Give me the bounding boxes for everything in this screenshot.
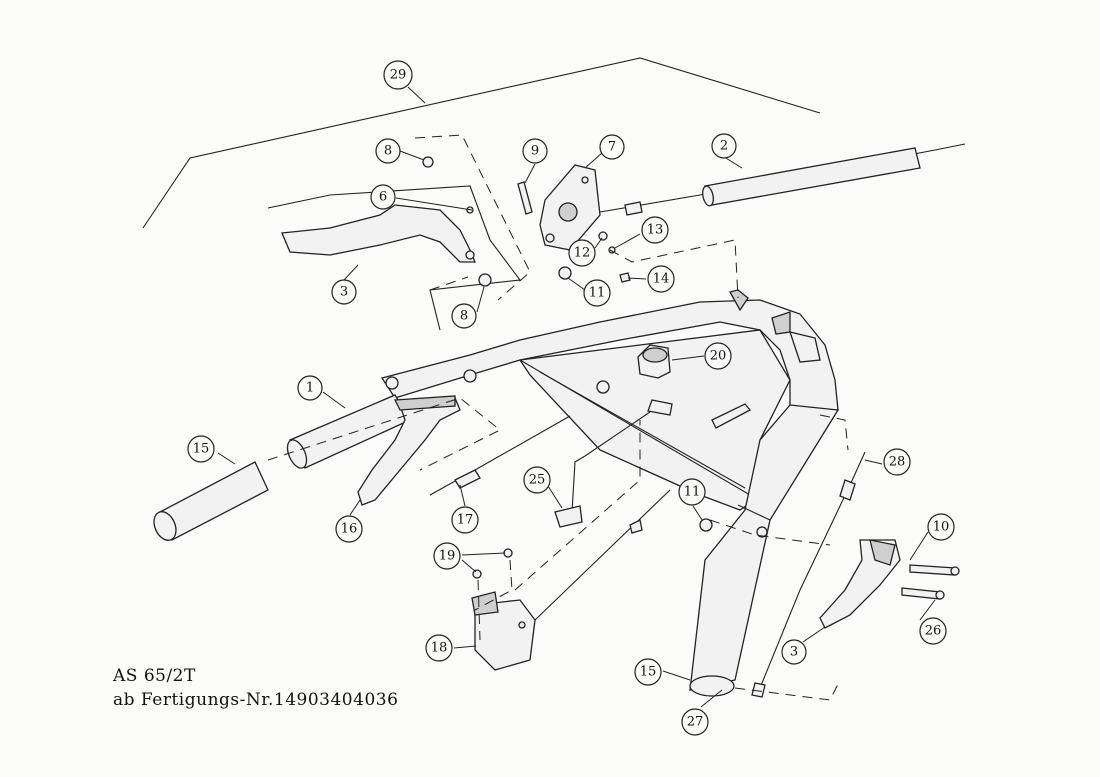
svg-text:12: 12 (574, 246, 591, 261)
svg-text:15: 15 (193, 442, 210, 457)
callout-8b: 8 (451, 303, 477, 329)
callout-14: 14 (647, 265, 675, 293)
svg-text:10: 10 (933, 520, 950, 535)
rod-25 (554, 411, 651, 528)
callout-12: 12 (568, 239, 596, 267)
svg-text:28: 28 (889, 455, 906, 470)
cable-17-nipple (454, 469, 481, 489)
callout-20: 20 (704, 342, 732, 370)
callout-3a: 3 (331, 279, 357, 305)
svg-text:27: 27 (687, 715, 704, 730)
cable-2 (599, 143, 966, 216)
svg-text:17: 17 (457, 513, 474, 528)
callout-11a: 11 (583, 279, 611, 307)
lever-3-lower (819, 539, 901, 629)
bolts-10-26 (901, 564, 960, 600)
svg-text:8: 8 (384, 144, 392, 159)
brake-lever (357, 395, 461, 506)
callout-2: 2 (711, 133, 737, 159)
callout-16: 16 (335, 515, 363, 543)
cable-28 (751, 451, 866, 698)
callout-15b: 15 (634, 658, 662, 686)
svg-text:15: 15 (640, 665, 657, 680)
callout-25: 25 (523, 466, 551, 494)
callout-27: 27 (681, 708, 709, 736)
svg-text:3: 3 (790, 645, 798, 660)
callout-1: 1 (297, 375, 323, 401)
callout-19: 19 (433, 542, 461, 570)
callout-9: 9 (522, 138, 548, 164)
callout-17: 17 (451, 506, 479, 534)
cover-outline (142, 57, 821, 229)
callout-28: 28 (883, 448, 911, 476)
callout-18: 18 (425, 634, 453, 662)
screw-19a (503, 548, 513, 558)
bracket-7 (539, 164, 601, 251)
callout-10: 10 (927, 513, 955, 541)
switch-20 (637, 344, 671, 379)
left-grip-assembly (153, 369, 477, 541)
lever-3-upper (267, 185, 522, 331)
screw-19b (472, 569, 482, 579)
handlebar-frame (380, 289, 840, 697)
callout-8a: 8 (375, 138, 401, 164)
model-label: AS 65/2T (113, 666, 196, 686)
svg-text:11: 11 (589, 286, 606, 301)
svg-text:26: 26 (925, 624, 942, 639)
callout-7: 7 (599, 134, 625, 160)
assembly-lines (267, 134, 849, 701)
callout-3b: 3 (781, 639, 807, 665)
small-hardware (422, 156, 768, 538)
callout-6: 6 (370, 184, 396, 210)
svg-text:6: 6 (379, 190, 387, 205)
callout-13: 13 (641, 216, 669, 244)
callout-11b: 11 (678, 478, 706, 506)
svg-text:20: 20 (710, 349, 727, 364)
svg-text:16: 16 (341, 522, 358, 537)
svg-text:9: 9 (531, 144, 539, 159)
serial-number-label: ab Fertigungs-Nr.14903404036 (113, 690, 399, 710)
svg-text:19: 19 (439, 549, 456, 564)
svg-text:25: 25 (529, 473, 546, 488)
callout-leaders (217, 86, 936, 708)
callout-15a: 15 (187, 435, 215, 463)
svg-text:18: 18 (431, 641, 448, 656)
callout-29: 29 (383, 60, 413, 90)
svg-text:2: 2 (720, 139, 728, 154)
svg-text:13: 13 (647, 223, 664, 238)
svg-text:3: 3 (340, 285, 348, 300)
svg-text:29: 29 (390, 68, 407, 83)
svg-text:7: 7 (608, 140, 616, 155)
svg-text:14: 14 (653, 272, 670, 287)
callout-26: 26 (919, 617, 947, 645)
svg-text:1: 1 (306, 381, 314, 396)
svg-text:11: 11 (684, 485, 701, 500)
svg-text:8: 8 (460, 309, 468, 324)
